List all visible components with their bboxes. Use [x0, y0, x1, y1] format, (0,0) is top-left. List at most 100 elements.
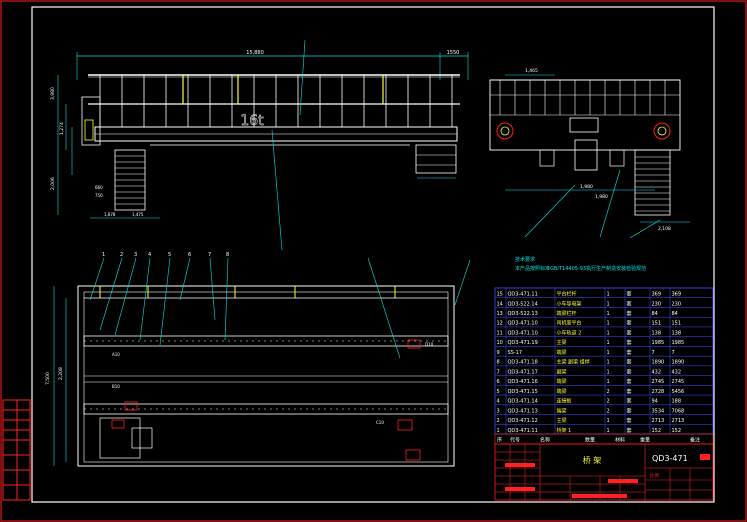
bom-cell: 平台栏杆: [557, 291, 577, 298]
bom-cell: 套: [627, 359, 632, 366]
bom-cell: 1: [607, 369, 610, 375]
bom-cell: 1: [607, 292, 610, 298]
bom-cell: 主梁 副梁 组焊: [557, 359, 590, 366]
bom-cell: 84: [652, 311, 658, 317]
bom-cell: 套: [627, 291, 632, 298]
bom-cell: 套: [627, 329, 632, 336]
left-dim-3: 660: [95, 185, 103, 190]
bom-cell: 2745: [672, 379, 685, 385]
bom-cell: 套: [627, 368, 632, 375]
bom-cell: 连接板: [557, 398, 572, 405]
bom-cell: 9: [497, 350, 500, 356]
bom-cell: 432: [672, 369, 682, 375]
bom-cell: QD3-471.11: [508, 292, 538, 298]
bom-cell: 套: [627, 427, 632, 434]
bom-cell: SS-17: [508, 350, 523, 356]
bom-cell: 1: [607, 301, 610, 307]
bom-cell: 1: [607, 311, 610, 317]
bom-cell: 2713: [672, 418, 685, 424]
drawing-number: QD3-471: [652, 454, 688, 463]
bom-cell: 2745: [652, 379, 665, 385]
bom-cell: QD3-471.17: [508, 369, 538, 375]
bom-cell: 152: [652, 428, 662, 434]
top-width-dim: 15,880: [246, 50, 264, 56]
side-view: 1,465 1,980 1,980 2,108 技术要求 本产品按照标准GB/T…: [489, 68, 690, 272]
bom-cell: 套: [627, 388, 632, 395]
bottom-dim-0: 1,878: [104, 212, 116, 217]
bom-cell: 主梁: [557, 417, 567, 424]
bom-cell: 230: [652, 301, 662, 307]
bom-cell: QD3-471.14: [508, 399, 538, 405]
bom-cell: 1985: [652, 340, 665, 346]
callout-label: 8: [226, 252, 229, 258]
bom-cell: 2: [497, 418, 500, 424]
bom-cell: 4: [497, 399, 500, 405]
drawing-frame: [31, 6, 715, 503]
bom-cell: 7: [497, 369, 500, 375]
bom-cell: 432: [652, 369, 662, 375]
bom-cell: 2: [607, 408, 610, 414]
bom-cell: 1: [607, 428, 610, 434]
bom-cell: 2728: [652, 389, 665, 395]
detail-ref-2: C10: [376, 420, 384, 425]
bom-cell: 1890: [652, 360, 665, 366]
bom-cell: 1: [607, 360, 610, 366]
bottom-dim-1: 1,475: [132, 212, 144, 217]
bom-cell: 端梁栏杆: [557, 310, 577, 317]
bom-cell: QD3-471.18: [508, 360, 538, 366]
side-bottom-dim-1: 1,980: [595, 194, 608, 200]
bom-cell: 端梁: [557, 388, 567, 395]
scale-label: 比例: [650, 472, 659, 479]
bom-cell: 副梁: [557, 368, 567, 375]
bom-header-cell: 序: [497, 437, 502, 444]
bom-cell: 1: [607, 379, 610, 385]
bom-cell: 7: [652, 350, 655, 356]
bom-cell: 1: [607, 350, 610, 356]
title-block: 桥 架 QD3-471 比例: [494, 443, 714, 501]
bom-cell: QD3-471.12: [508, 418, 538, 424]
bom-cell: 套: [627, 320, 632, 327]
side-bottom-dim-0: 1,980: [580, 184, 593, 190]
bom-cell: 套: [627, 339, 632, 346]
detail-ref-1: B10: [112, 384, 120, 389]
bom-cell: 套: [627, 300, 632, 307]
callout-label: 5: [168, 252, 171, 258]
left-margin-block: [2, 399, 31, 501]
bom-cell: 188: [672, 399, 682, 405]
bom-cell: 369: [652, 292, 662, 298]
left-dim-1: 1,274: [59, 122, 65, 135]
bom-cell: 2713: [652, 418, 665, 424]
bom-cell: 6: [497, 379, 500, 385]
bom-cell: 13: [497, 311, 503, 317]
left-dim-0: 3,980: [50, 87, 56, 100]
bom-cell: 端梁: [557, 378, 567, 385]
side-top-dim: 1,465: [525, 68, 538, 74]
bom-header-cell: 材料: [615, 437, 625, 444]
bom-cell: QD3-522.14: [508, 301, 538, 307]
top-right-dim: 1550: [447, 50, 460, 56]
bom-cell: 5: [497, 389, 500, 395]
callout-label: 3: [134, 252, 137, 258]
bom-header-cell: 名称: [540, 437, 550, 444]
bom-cell: 151: [652, 321, 662, 327]
bom-cell: 12: [497, 321, 503, 327]
bom-cell: QD3-471.10: [508, 321, 538, 327]
title-text: 桥 架: [583, 455, 602, 465]
big-annotation: 16t: [240, 113, 264, 129]
bom-cell: QD3-471.11: [508, 428, 538, 434]
bom-cell: 套: [627, 349, 632, 356]
bom-cell: QD3-471.15: [508, 389, 538, 395]
bom-cell: 小车轨道 2: [557, 329, 582, 336]
bom-cell: QD3-522.13: [508, 311, 538, 317]
bom-cell: 2: [607, 399, 610, 405]
bom-cell: 84: [672, 311, 678, 317]
callout-label: 6: [188, 252, 191, 258]
bom-cell: 10: [497, 340, 503, 346]
bom-cell: 1: [607, 321, 610, 327]
bom-header-cell: 备注: [690, 437, 700, 444]
bom-cell: 3: [497, 408, 500, 414]
bom-cell: 1: [607, 330, 610, 336]
callout-label: 4: [148, 252, 151, 258]
